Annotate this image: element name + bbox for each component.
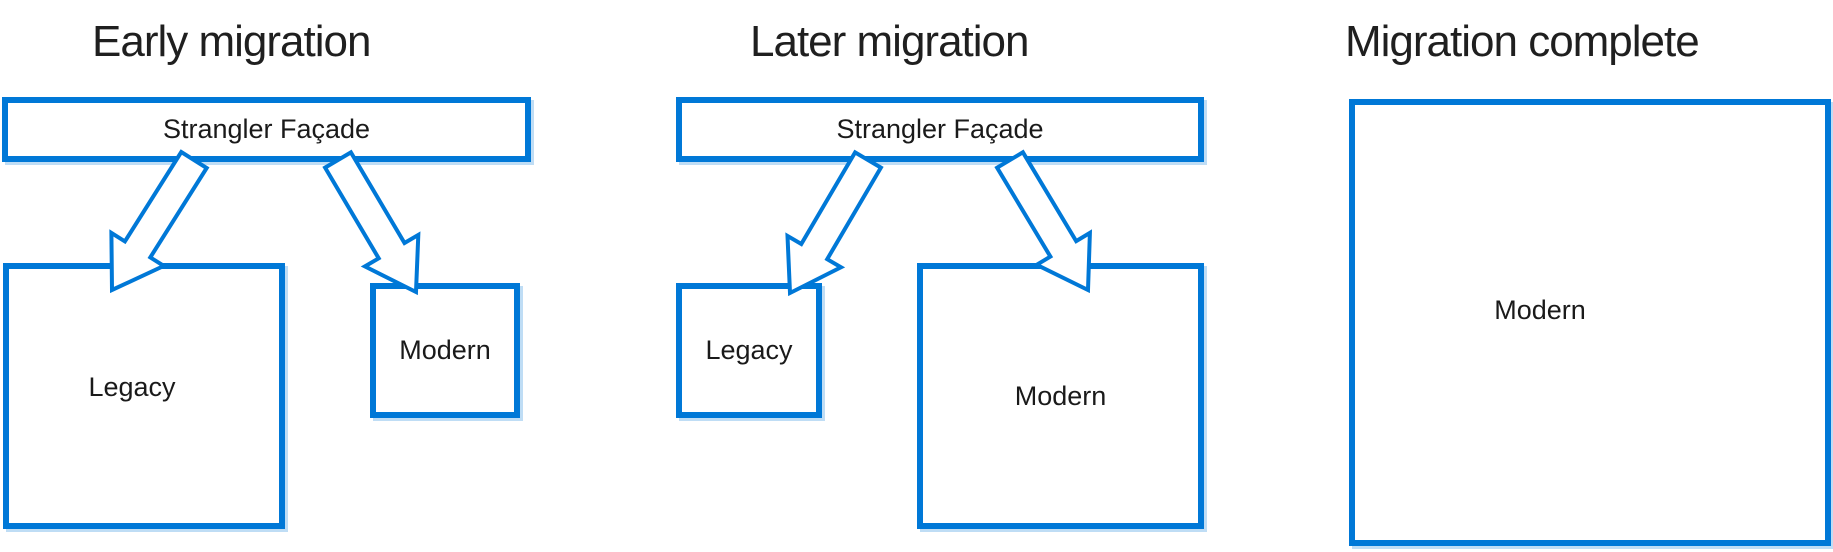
modern-label-complete: Modern [1494, 295, 1586, 325]
panel-title-early-migration: Early migration [92, 17, 371, 66]
modern-label-early: Modern [399, 335, 491, 365]
panel-title-later-migration: Later migration [750, 17, 1029, 66]
strangler-facade-label-early: Strangler Façade [162, 114, 371, 144]
arrow-facade-to-legacy-later-icon [785, 149, 884, 297]
legacy-box-later: Legacy [676, 283, 822, 418]
strangler-facade-box-early: Strangler Façade [2, 97, 531, 162]
modern-box-early: Modern [370, 283, 520, 418]
legacy-box-early: Legacy [3, 263, 285, 529]
modern-box-later: Modern [917, 263, 1204, 529]
modern-box-complete: Modern [1349, 99, 1831, 546]
strangler-facade-label-later: Strangler Façade [836, 114, 1044, 144]
panel-title-migration-complete: Migration complete [1345, 17, 1700, 66]
legacy-label-later: Legacy [705, 335, 793, 365]
modern-label-later: Modern [1014, 380, 1107, 411]
legacy-label-early: Legacy [88, 371, 176, 402]
strangler-facade-box-later: Strangler Façade [676, 97, 1204, 162]
arrow-facade-to-modern-early-icon [322, 149, 421, 296]
